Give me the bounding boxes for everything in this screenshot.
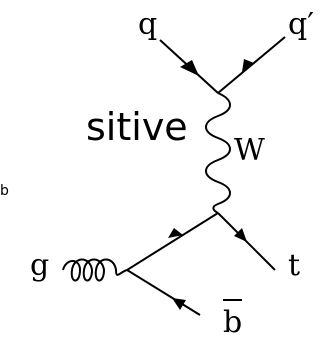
quark-q-arrow — [180, 60, 199, 76]
quark-qprime-line — [217, 36, 286, 94]
label-b-bar: b — [223, 305, 242, 338]
background-text-fragment: b — [0, 184, 9, 198]
label-t: t — [288, 248, 300, 283]
label-q-prime: q′ — [288, 7, 314, 42]
label-g: g — [30, 248, 49, 283]
antib-quark-arrow — [172, 298, 186, 310]
label-q: q — [138, 7, 157, 42]
gluon-line — [62, 258, 128, 282]
w-boson-line — [205, 92, 231, 214]
internal-quark-arrow — [168, 228, 183, 238]
background-text-word: sitive — [86, 105, 188, 149]
label-w: W — [234, 133, 265, 168]
internal-quark-line — [126, 212, 219, 271]
antib-quark-line — [126, 269, 201, 316]
top-quark-arrow — [234, 228, 247, 242]
background-fragment-letter: b — [0, 183, 9, 199]
quark-qprime-arrow — [242, 59, 254, 72]
